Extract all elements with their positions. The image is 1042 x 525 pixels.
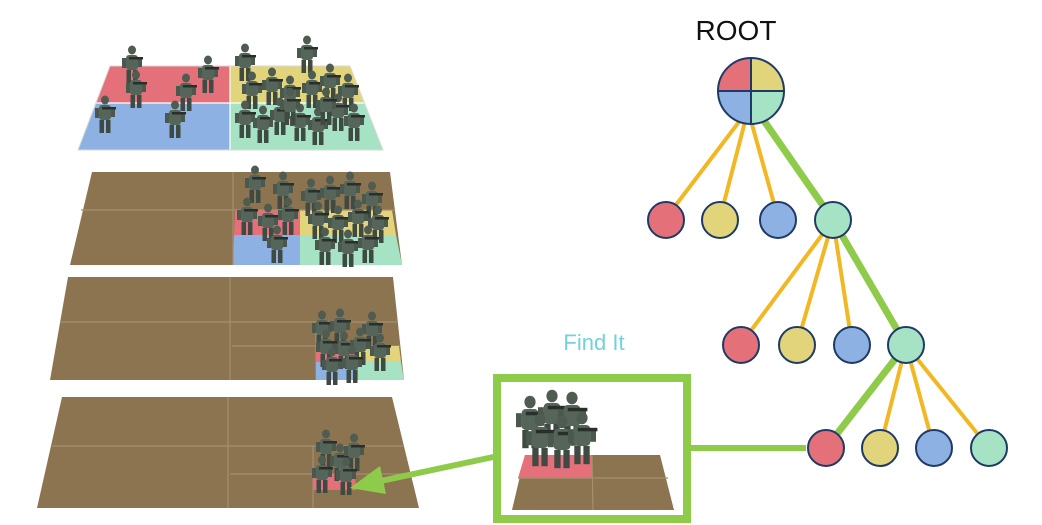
quadrant-green xyxy=(230,103,383,150)
tree-node-root xyxy=(717,57,785,125)
root-label: ROOT xyxy=(696,15,777,46)
tree-node-red xyxy=(807,429,845,467)
tree-node-blue xyxy=(915,429,953,467)
find-it-box xyxy=(493,374,691,523)
tree-node-red xyxy=(647,201,685,239)
tree-node-green xyxy=(887,326,925,364)
quadrant-blue xyxy=(78,103,230,150)
quadrant-green xyxy=(358,362,404,380)
arrow-left-icon xyxy=(350,453,501,494)
tree-node-green xyxy=(814,201,852,239)
tree-node-yellow xyxy=(861,429,899,467)
tree-edges xyxy=(664,108,991,450)
tree-node-blue xyxy=(759,201,797,239)
find-it-label: Find It xyxy=(563,330,624,355)
search-path xyxy=(756,111,910,452)
tree-node-red xyxy=(722,326,760,364)
tree-node-yellow xyxy=(778,326,816,364)
tree-node-yellow xyxy=(701,201,739,239)
tree-node-green xyxy=(970,429,1008,467)
tree-node-blue xyxy=(833,326,871,364)
